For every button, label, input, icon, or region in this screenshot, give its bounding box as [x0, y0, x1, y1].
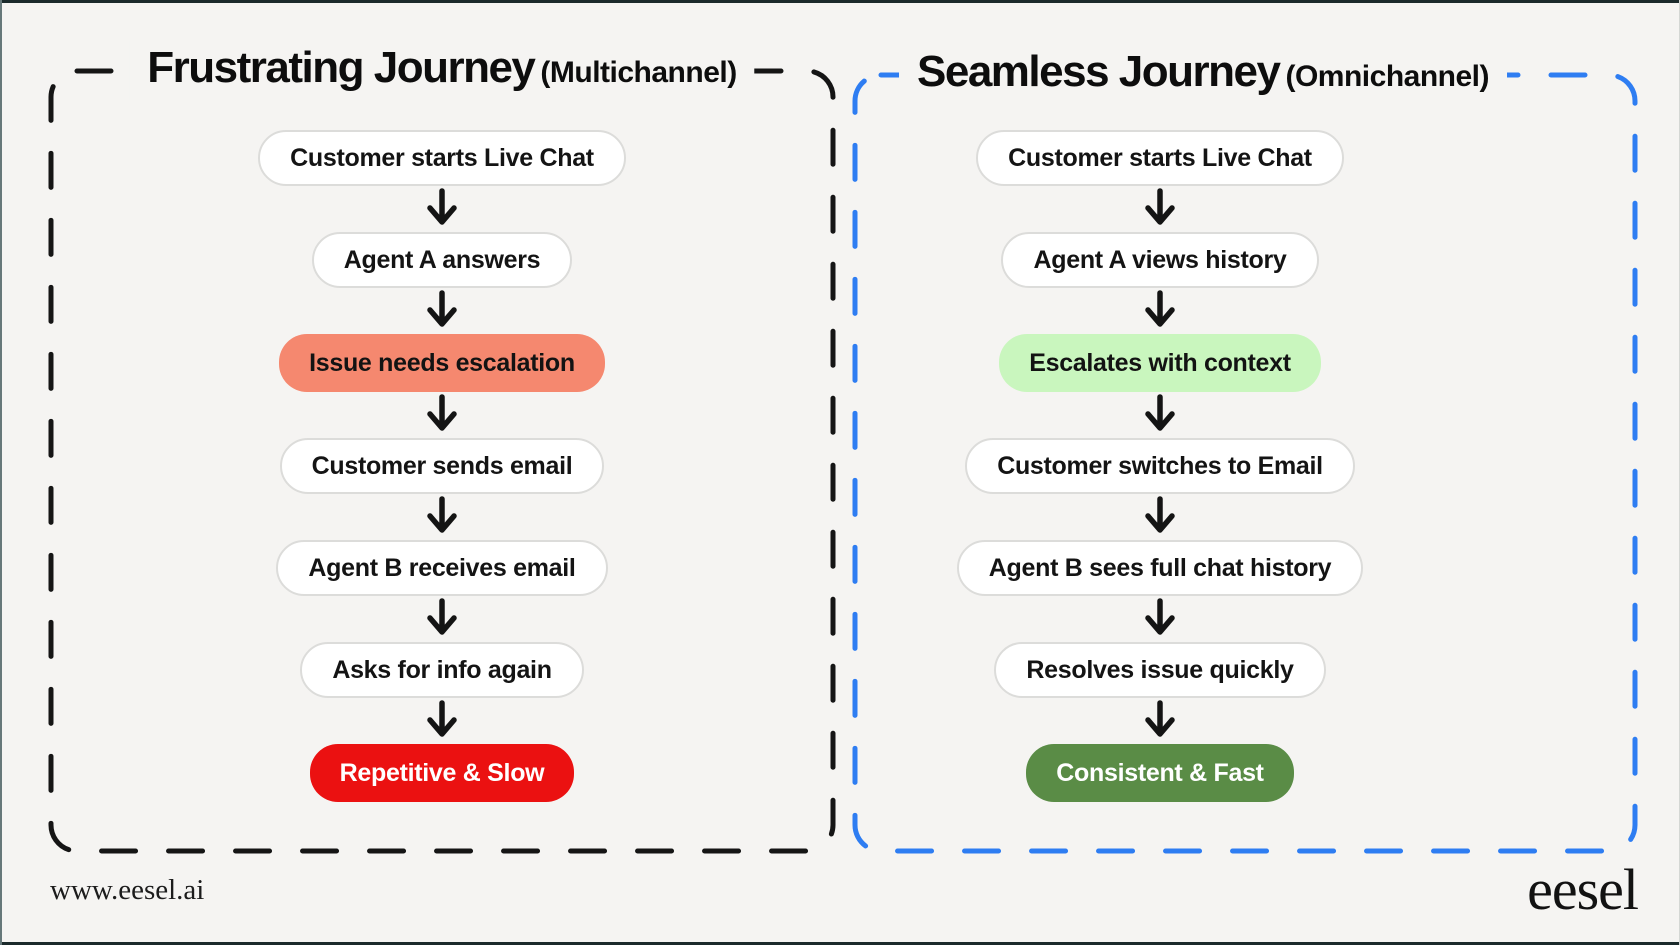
flow-step: Consistent & Fast [1026, 744, 1294, 802]
arrow-down-icon [1141, 494, 1179, 540]
website-url: www.eesel.ai [50, 874, 205, 906]
flow-step: Customer switches to Email [965, 438, 1355, 494]
arrow-down-icon [1141, 186, 1179, 232]
flow-step: Agent B receives email [276, 540, 608, 596]
panel-subtitle-text: (Omnichannel) [1285, 60, 1489, 93]
flow-step: Agent A views history [1001, 232, 1319, 288]
flow-step: Customer sends email [279, 438, 605, 494]
panel-frustrating-journey: Frustrating Journey(Multichannel) Custom… [48, 41, 836, 854]
flow-step: Escalates with context [999, 334, 1321, 392]
arrow-down-icon [1141, 596, 1179, 642]
flow-step: Customer starts Live Chat [976, 130, 1344, 186]
frame-edge-left [0, 0, 2, 945]
flow-step: Agent B sees full chat history [956, 540, 1364, 596]
frame-edge-top [0, 0, 1680, 3]
arrow-down-icon [423, 698, 461, 744]
eesel-logo: eesel [1527, 857, 1639, 922]
panel-title-text: Frustrating Journey [147, 43, 536, 92]
flow-step: Customer starts Live Chat [258, 130, 626, 186]
arrow-down-icon [423, 596, 461, 642]
flow-step: Resolves issue quickly [994, 642, 1326, 698]
flow-step: Asks for info again [300, 642, 584, 698]
arrow-down-icon [423, 392, 461, 438]
flow-step: Repetitive & Slow [309, 744, 575, 802]
panel-seamless-journey: Seamless Journey(Omnichannel) Customer s… [852, 45, 1638, 854]
arrow-down-icon [423, 494, 461, 540]
flow-step: Issue needs escalation [279, 334, 605, 392]
panel-title-seamless: Seamless Journey(Omnichannel) [899, 45, 1507, 104]
arrow-down-icon [1141, 392, 1179, 438]
arrow-down-icon [423, 288, 461, 334]
frame-edge-bottom [0, 942, 1680, 945]
panel-subtitle-text: (Multichannel) [540, 56, 737, 89]
flow-step: Agent A answers [311, 232, 573, 288]
panel-title-text: Seamless Journey [917, 47, 1281, 96]
arrow-down-icon [423, 186, 461, 232]
arrow-down-icon [1141, 698, 1179, 744]
arrow-down-icon [1141, 288, 1179, 334]
panel-title-frustrating: Frustrating Journey(Multichannel) [129, 41, 755, 100]
